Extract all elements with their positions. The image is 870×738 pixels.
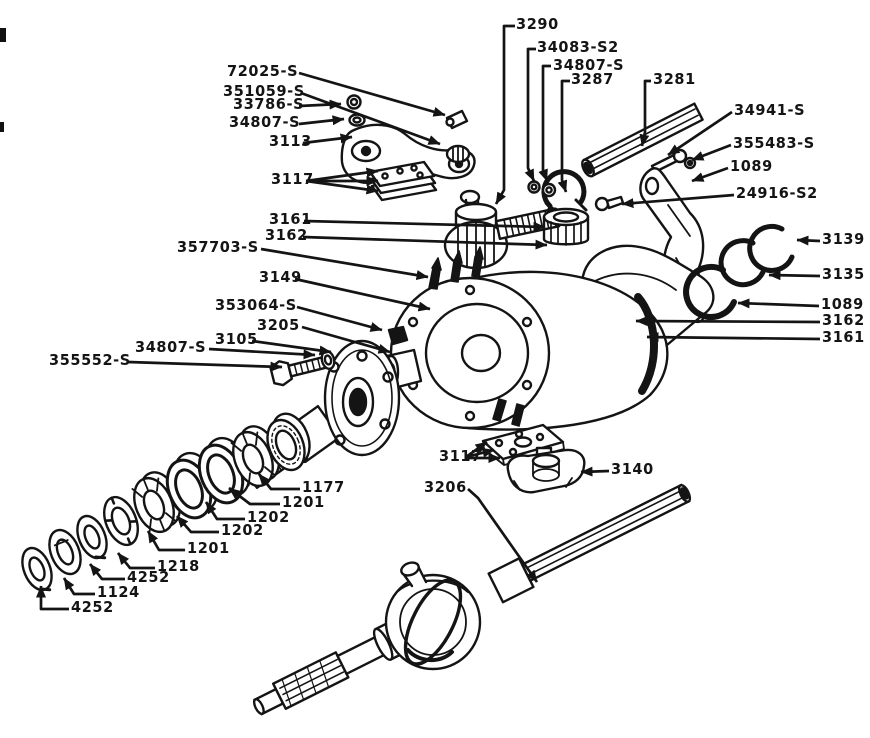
pin-24916-drawing [594, 195, 625, 212]
part-label-3149: 3149 [259, 269, 302, 287]
leader-lines [36, 24, 821, 611]
part-label-3161-b: 3161 [269, 211, 312, 229]
seal-1177-drawing [266, 412, 311, 472]
part-label-1089-a: 1089 [730, 158, 773, 176]
bearing-stack-drawing [21, 412, 311, 592]
shim-stack-3117-drawing [368, 160, 438, 202]
part-label-33786-s: 33786-S [233, 96, 305, 114]
clevis-pin-72025-drawing [445, 109, 469, 130]
part-label-3139: 3139 [822, 231, 865, 249]
part-label-353064-s: 353064-S [215, 297, 297, 315]
tie-rod-tube-3281-drawing [581, 102, 704, 178]
nut-34807-top-drawing [541, 182, 557, 198]
adjusting-nut-1218-drawing [103, 495, 139, 547]
part-label-3162-a: 3162 [822, 312, 865, 330]
part-label-4252-b: 4252 [71, 599, 114, 617]
part-label-3205: 3205 [257, 317, 300, 335]
part-label-3162-b: 3162 [265, 227, 308, 245]
pin-351059-drawing [445, 144, 471, 164]
part-label-34807-s-c: 34807-S [135, 339, 207, 357]
part-label-1124: 1124 [97, 584, 140, 602]
part-label-34807-s-b: 34807-S [229, 114, 301, 132]
arm-nut-33786-drawing [346, 94, 362, 110]
part-label-3140: 3140 [611, 461, 654, 479]
part-label-1089-b: 1089 [821, 296, 864, 314]
part-label-3161-a: 3161 [822, 329, 865, 347]
scan-artifact [0, 122, 4, 132]
plug-353064-drawing [387, 325, 409, 346]
part-label-355552-s: 355552-S [49, 352, 131, 370]
part-label-3290: 3290 [516, 16, 559, 34]
part-label-3281: 3281 [653, 71, 696, 89]
bolt-355552-drawing [269, 349, 336, 387]
part-label-24916-s2: 24916-S2 [736, 185, 818, 203]
part-label-34807-s-a: 34807-S [553, 57, 625, 75]
part-label-3117-b: 3117 [439, 448, 482, 466]
part-label-3117-a: 3117 [271, 171, 314, 189]
cap-3140-drawing [506, 446, 586, 494]
bolt-34941-drawing [650, 148, 697, 174]
part-label-3105: 3105 [215, 331, 258, 349]
part-label-1201-a: 1201 [282, 494, 325, 512]
part-label-3287: 3287 [571, 71, 614, 89]
part-label-357703-s: 357703-S [177, 239, 259, 257]
lock-washer-4252b-drawing [76, 514, 108, 560]
part-label-1177: 1177 [302, 479, 345, 497]
part-label-4252-a: 4252 [127, 569, 170, 587]
upper-bearing-drawing [542, 207, 590, 246]
part-label-3113: 3113 [269, 133, 312, 151]
part-label-34083-s2: 34083-S2 [537, 39, 619, 57]
part-label-72025-s: 72025-S [227, 63, 299, 81]
part-label-1202-b: 1202 [221, 522, 264, 540]
scan-artifact [0, 28, 6, 42]
washer-34083-drawing [527, 180, 541, 194]
part-label-3206: 3206 [424, 479, 467, 497]
axle-shaft-3206-drawing [252, 483, 692, 716]
part-label-351059-s: 351059-S [223, 83, 305, 101]
part-label-355483-s: 355483-S [733, 135, 815, 153]
retainer-ring-1089-drawing [683, 263, 737, 320]
part-label-1201-b: 1201 [187, 540, 230, 558]
part-label-3135: 3135 [822, 266, 865, 284]
washer-1124-drawing [48, 528, 82, 576]
part-label-1218: 1218 [157, 558, 200, 576]
shim-ring-3139-drawing [747, 223, 795, 273]
part-label-34941-s: 34941-S [734, 102, 806, 120]
knuckle-housing-3149-drawing [389, 246, 669, 431]
lock-washer-4252-drawing [21, 546, 53, 592]
part-label-1202-a: 1202 [247, 509, 290, 527]
